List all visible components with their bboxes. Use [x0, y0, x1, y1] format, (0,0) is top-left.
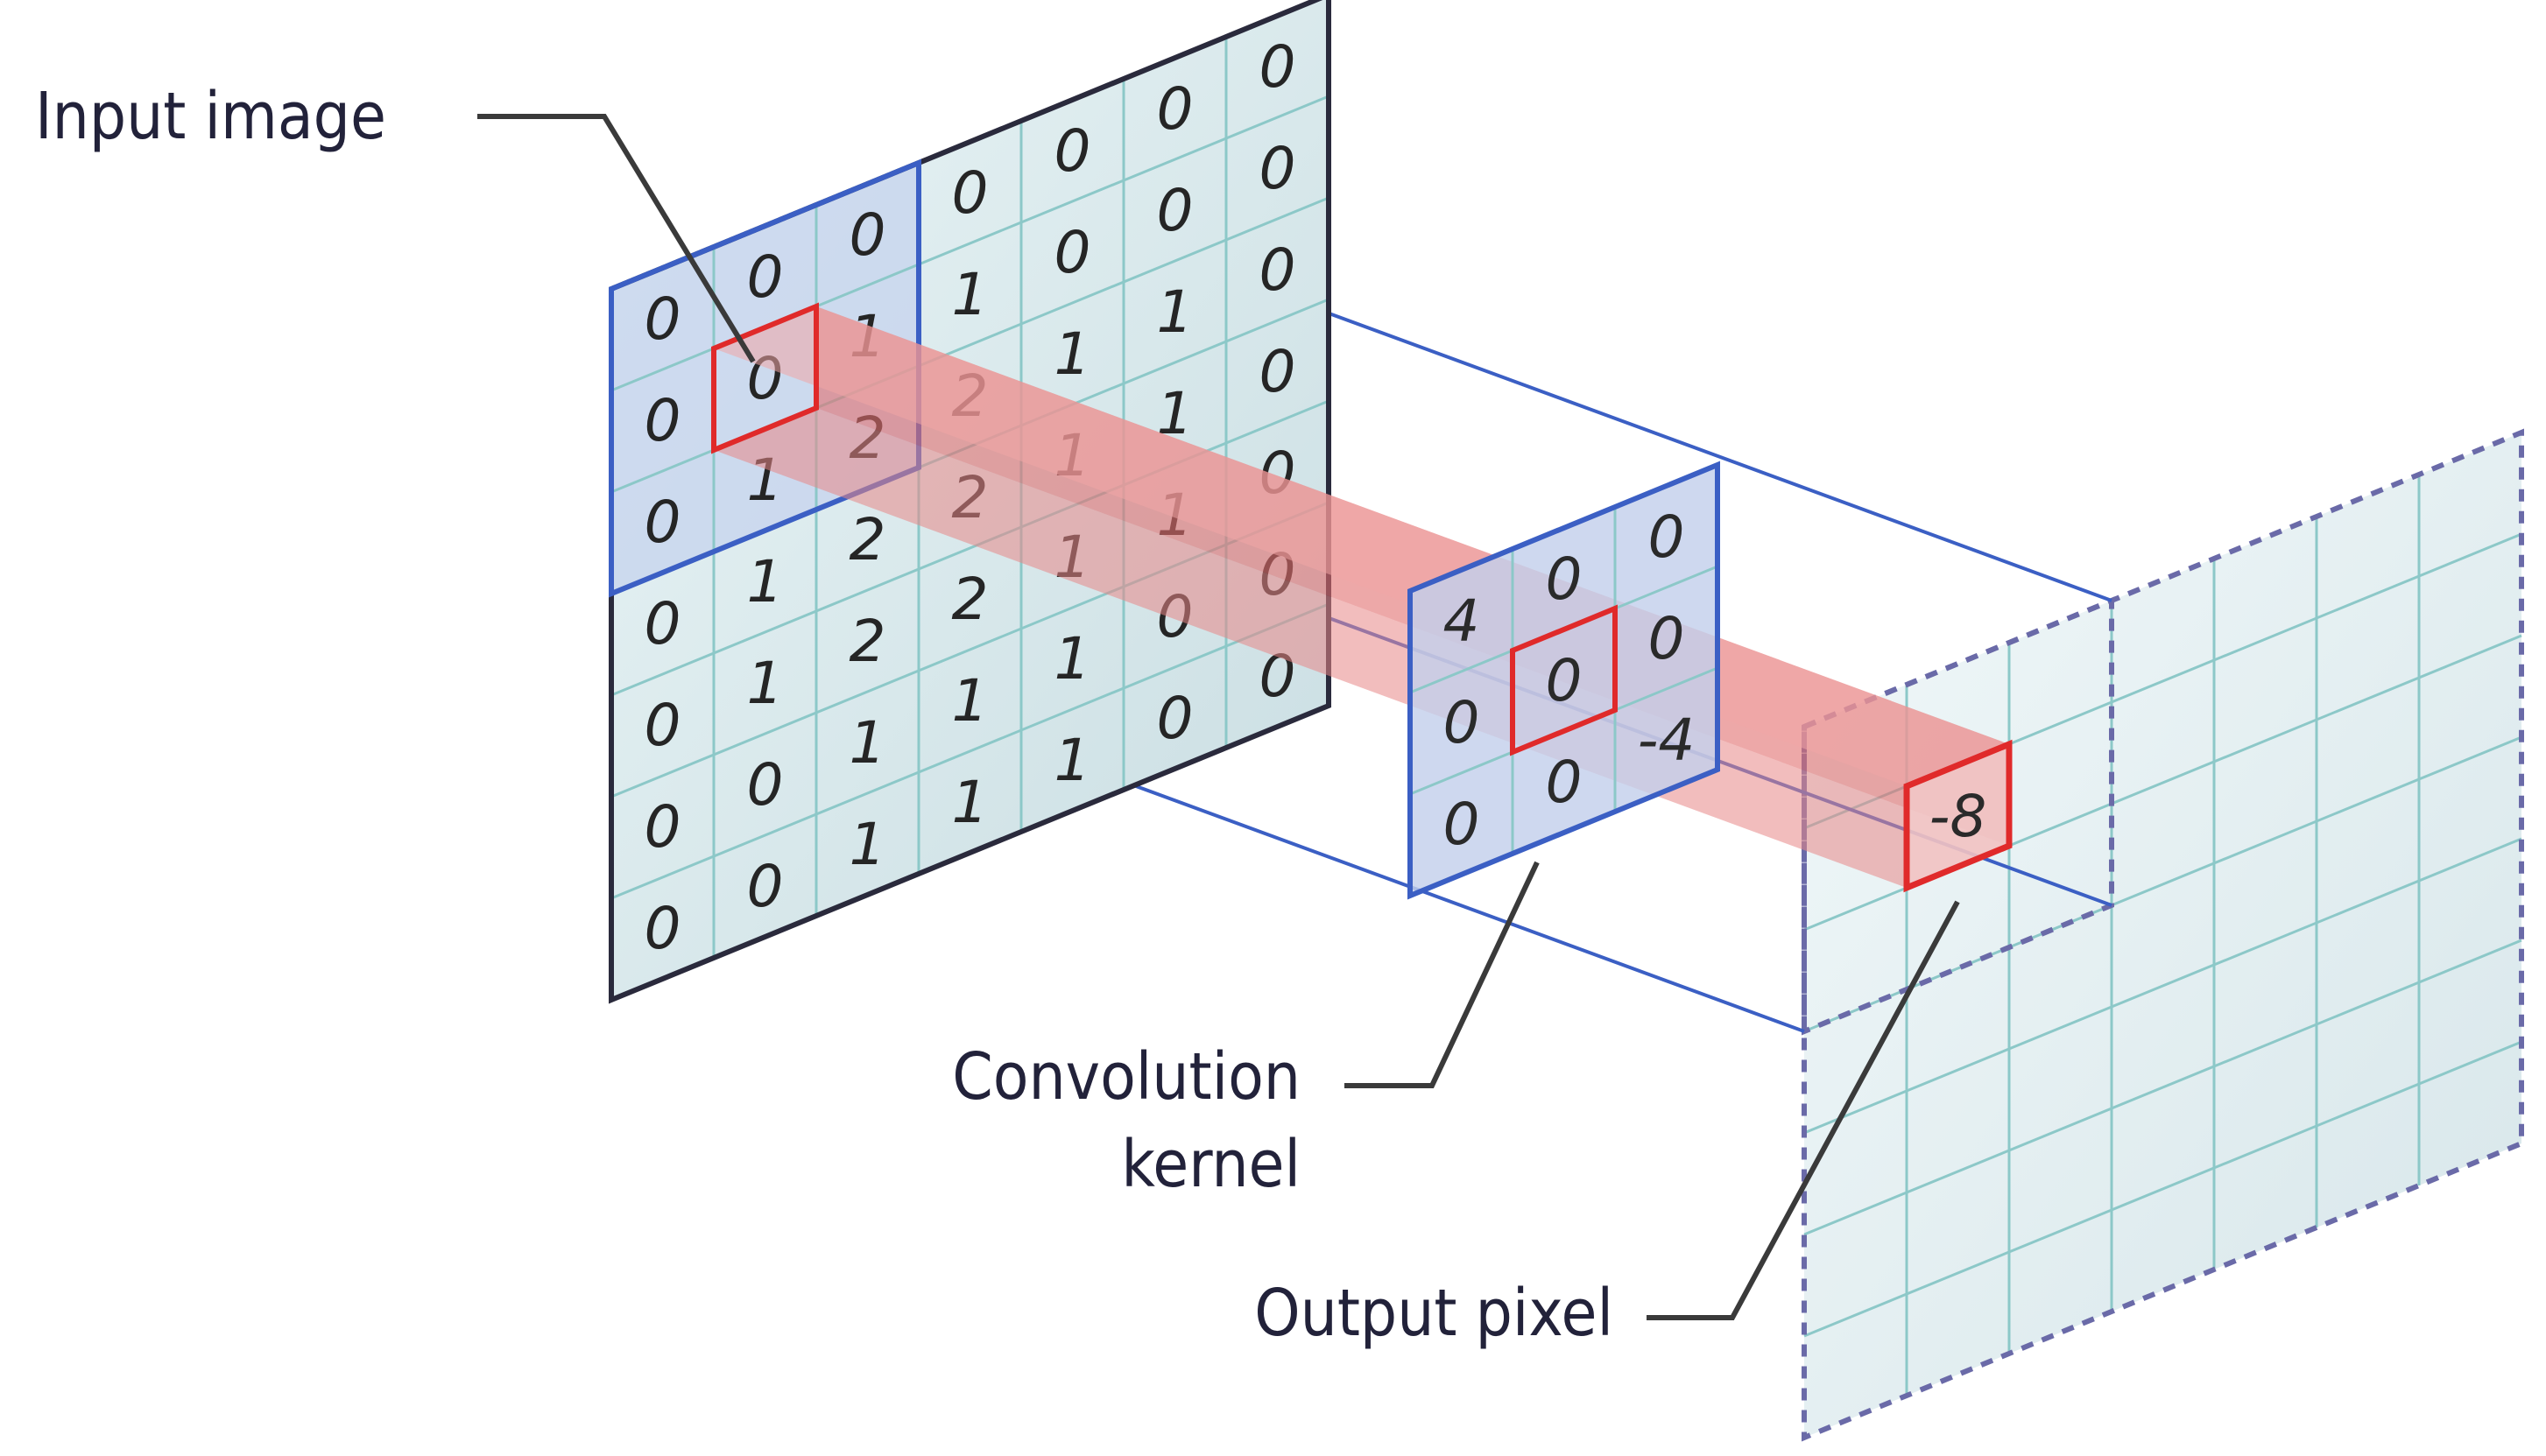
label-output-pixel: Output pixel: [1254, 1276, 1613, 1351]
input-pixel-value: 0: [1054, 117, 1091, 185]
input-pixel-value: 0: [1259, 236, 1296, 304]
kernel-weight-value: 0: [1546, 647, 1583, 714]
input-pixel-value: 0: [1259, 338, 1296, 405]
kernel-weight-value: 0: [1443, 791, 1480, 858]
leader-convolution-kernel: [1344, 861, 1540, 1088]
input-pixel-value: 0: [1259, 33, 1296, 101]
leader-output-pixel: [1647, 900, 1960, 1320]
input-pixel-value: 0: [645, 590, 681, 658]
kernel-weight-value: -4: [1638, 707, 1696, 774]
output-feature-map: [1802, 428, 2524, 1442]
input-pixel-value: 0: [1157, 177, 1194, 244]
input-pixel-value: 2: [952, 566, 989, 633]
kernel-weight-value: 0: [1443, 689, 1480, 756]
input-pixel-value: 0: [1259, 135, 1296, 202]
output-pixel-cell: [1907, 744, 2009, 888]
input-pixel-value: 0: [1157, 685, 1194, 752]
label-convolution-kernel-line1: Convolution: [952, 1039, 1301, 1115]
kernel-plane: [1410, 465, 1717, 896]
input-pixel-highlight: [711, 302, 819, 454]
input-pixel-value: 0: [747, 243, 784, 311]
output-grid-line: [1803, 1040, 2522, 1338]
output-grid-line: [1803, 939, 2522, 1236]
output-plane: [1804, 433, 2521, 1438]
input-pixel-value: 1: [952, 667, 989, 735]
input-pixel-value: 0: [645, 387, 681, 454]
input-grid-line: [610, 399, 1329, 697]
leader-input-image: [477, 114, 756, 363]
input-pixel-value: 2: [850, 608, 886, 675]
input-pixel-value: 1: [952, 261, 989, 328]
kernel-border: [1407, 461, 1720, 900]
output-grid-line: [1803, 837, 2522, 1135]
input-pixel-value: 1: [850, 811, 886, 878]
input-image-border: [609, 0, 1331, 1004]
input-pixel-value: 0: [1157, 75, 1194, 143]
input-pixel-value: 0: [850, 201, 886, 269]
kernel-weight-value: 0: [1648, 503, 1685, 571]
input-pixel-value: 0: [645, 489, 681, 556]
input-pixel-value: 1: [1157, 278, 1194, 346]
input-pixel-value: 1: [952, 769, 989, 836]
input-pixel-value: 1: [850, 709, 886, 777]
input-pixel-value: 0: [952, 159, 989, 227]
input-pixel-value: 1: [1054, 320, 1091, 388]
kernel-center-highlight: [1510, 604, 1618, 756]
input-pixel-value: 2: [850, 506, 886, 573]
input-pixel-value: 0: [747, 751, 784, 819]
kernel-weight-value: 0: [1648, 605, 1685, 672]
input-pixel-value: 1: [1054, 625, 1091, 693]
input-pixel-value: 0: [645, 285, 681, 353]
output-pixel-highlight: -8: [1903, 739, 2013, 893]
label-convolution-kernel-line2: kernel: [1121, 1127, 1301, 1202]
leader-lines: [477, 114, 1960, 1320]
input-pixel-value: 0: [1054, 219, 1091, 286]
input-grid-line: [610, 602, 1329, 900]
input-pixel-value: 0: [645, 692, 681, 759]
kernel-weight-value: 0: [1546, 749, 1583, 816]
label-input-image: Input image: [35, 79, 386, 154]
output-pixel-border: [1903, 739, 2013, 893]
input-pixel-value: 1: [747, 650, 784, 717]
kernel-weight-value: 4: [1443, 587, 1480, 655]
input-pixel-value: 1: [1054, 727, 1091, 794]
output-plane-border: [1802, 428, 2524, 1442]
input-pixel-value: 0: [645, 793, 681, 861]
input-pixel-value: 1: [747, 548, 784, 615]
kernel-weight-value: 0: [1546, 545, 1583, 613]
output-pixel-value: -8: [1929, 783, 1987, 850]
input-pixel-value: 0: [747, 853, 784, 920]
input-pixel-value: 0: [645, 895, 681, 962]
